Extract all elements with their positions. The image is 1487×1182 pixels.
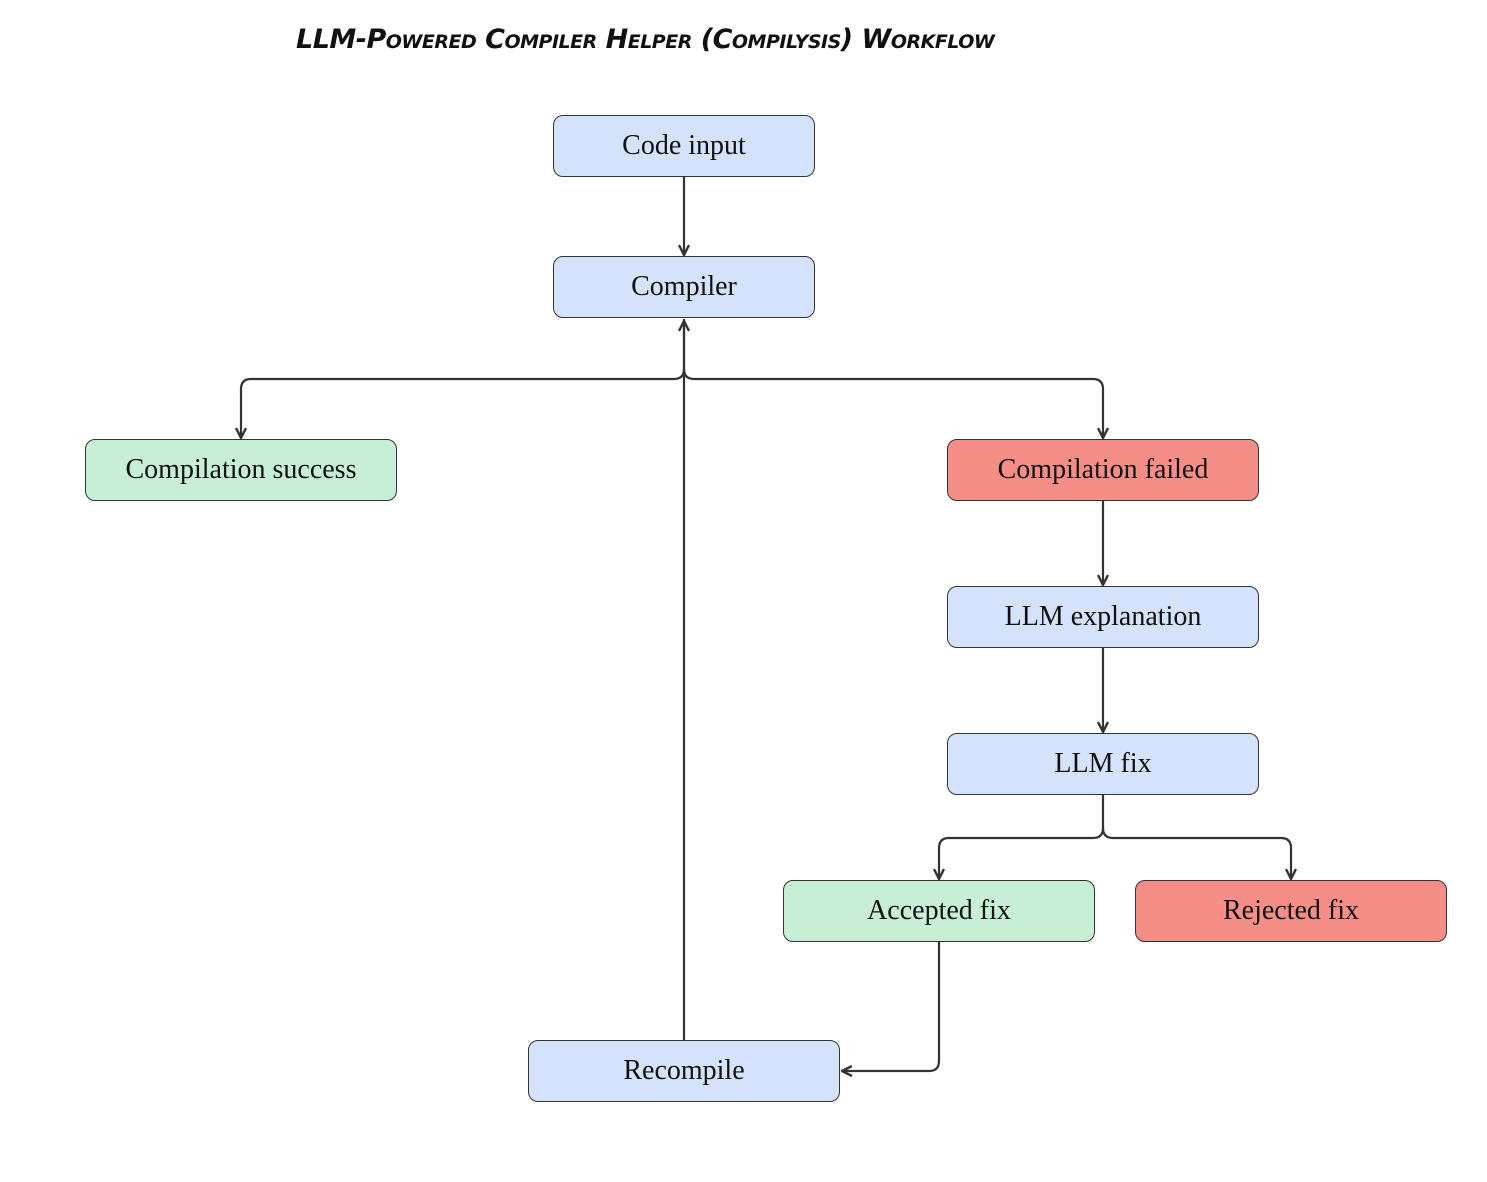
- node-rejected-fix: Rejected fix: [1135, 880, 1447, 942]
- edge-accepted-fix-to-recompile: [843, 942, 941, 1071]
- diagram-title: LLM-Powered Compiler Helper (Compilysis)…: [296, 24, 995, 55]
- node-compiler: Compiler: [553, 256, 815, 318]
- node-code-input: Code input: [553, 115, 815, 177]
- edge-llm-fix-to-rejected-fix: [1101, 827, 1291, 878]
- node-llm-fix-label: LLM fix: [1054, 748, 1152, 779]
- node-compilation-success: Compilation success: [85, 439, 397, 501]
- node-compilation-failed: Compilation failed: [947, 439, 1259, 501]
- node-rejected-fix-label: Rejected fix: [1222, 895, 1360, 926]
- node-llm-explanation: LLM explanation: [947, 586, 1259, 648]
- edge-compiler-to-compilation-success: [241, 319, 686, 437]
- node-llm-explanation-label: LLM explanation: [1004, 601, 1202, 632]
- edge-llm-fix-to-accepted-fix: [939, 795, 1105, 878]
- node-compilation-success-label: Compilation success: [125, 454, 357, 485]
- edge-compiler-to-compilation-failed: [682, 368, 1103, 437]
- node-compiler-label: Compiler: [631, 271, 737, 302]
- node-accepted-fix-label: Accepted fix: [867, 895, 1011, 926]
- node-code-input-label: Code input: [622, 130, 746, 161]
- node-recompile-label: Recompile: [623, 1055, 745, 1086]
- node-llm-fix: LLM fix: [947, 733, 1259, 795]
- node-accepted-fix: Accepted fix: [783, 880, 1095, 942]
- node-recompile: Recompile: [528, 1040, 840, 1102]
- node-compilation-failed-label: Compilation failed: [997, 454, 1209, 485]
